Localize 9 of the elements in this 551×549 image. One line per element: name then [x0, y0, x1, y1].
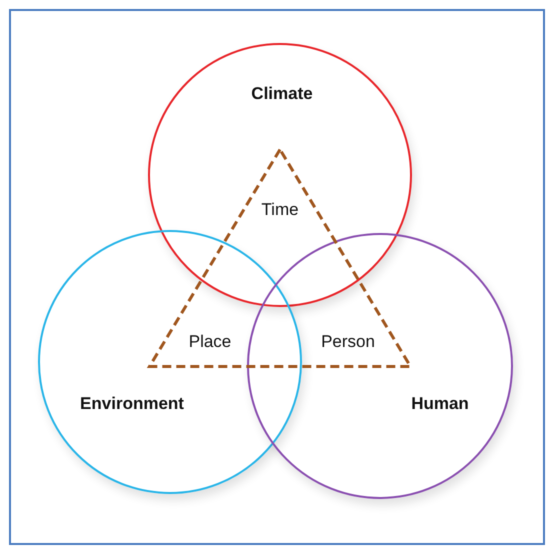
circle-label: Climate — [251, 84, 313, 104]
venn-circle — [38, 230, 302, 494]
circle-label: Human — [411, 394, 469, 414]
venn-circle — [148, 43, 412, 307]
corner-label: Person — [321, 332, 375, 352]
corner-label: Time — [261, 200, 299, 220]
circle-label: Environment — [80, 394, 184, 414]
corner-label: Place — [188, 332, 232, 352]
venn-circle — [247, 233, 513, 499]
